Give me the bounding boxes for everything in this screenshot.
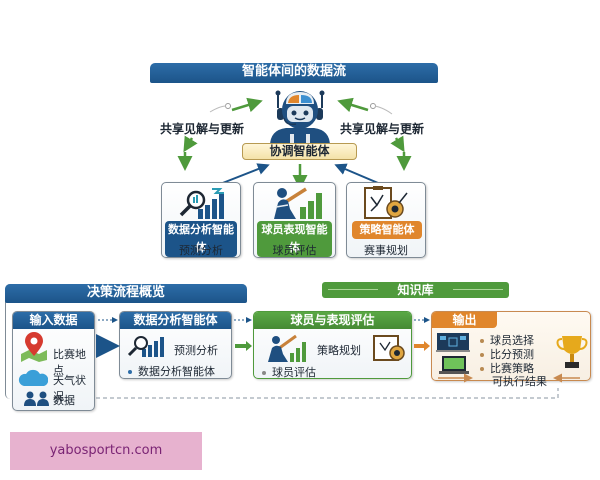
data-analysis-agent-card: 数据分析智能体 预测分析 [161,182,241,258]
output-item-player-selection: 球员选择 [480,332,534,348]
strategy-board-icon [364,186,408,219]
watermark-label: yabosportcn.com [10,432,202,470]
decision-process-title: 决策流程概览 [5,284,247,303]
player-performance-agent-card: 球员表现智能体 球员评估 [253,182,336,258]
data-analysis-agent-pill: 数据分析智能体 [165,221,237,257]
input-item-data: 数据 [53,394,75,407]
knowledge-base-bar: 知识库 [322,282,509,298]
strategy-agent-card: 策略智能体 赛事规划 [346,182,426,258]
output-item-score-prediction: 比分预测 [480,346,534,362]
data-flow-title: 智能体间的数据流 [150,63,438,83]
data-analysis-step-header: 数据分析智能体 [120,312,231,329]
map-pin-icon [21,332,47,362]
cricket-player-chart-icon [274,187,322,219]
robot-coordinator-icon [262,86,338,146]
player-performance-agent-pill: 球员表现智能体 [257,221,332,257]
player-evaluation-step-header: 球员与表现评估 [254,312,411,329]
scoreboard-icon [436,333,470,352]
magnifier-chart-icon [179,188,224,219]
trophy-icon [556,336,588,368]
output-card: 输出 球员选择 比分预测 比赛策略 可执行结果 [431,311,591,388]
strategy-planning-step-label: 策略规划 [317,344,361,357]
prediction-analysis-step-label: 预测分析 [174,344,218,357]
process-flow-arrows [96,317,580,399]
output-header: 输出 [432,312,497,328]
knowledge-base-label: 知识库 [397,283,434,297]
share-insights-left-label: 共享见解与更新 [160,122,245,136]
player-evaluation-step-card: 球员与表现评估 策略规划 球员评估 [253,311,412,379]
players-icon [24,391,49,406]
input-item-weather: 天气状况 [53,374,86,403]
data-flow-arrows [177,97,412,190]
data-analysis-step-card: 数据分析智能体 预测分析 数据分析智能体 [119,311,232,379]
input-item-venue: 比赛地点 [53,348,86,377]
strategy-agent-pill: 策略智能体 [352,221,422,239]
laptop-icon [439,356,469,374]
output-item-match-strategy: 比赛策略 [480,360,534,376]
input-data-header: 输入数据 [13,312,94,329]
coordinator-agent-label: 协调智能体 [242,143,357,160]
data-analysis-bullet: 数据分析智能体 [128,363,215,379]
player-evaluation-label: 球员评估 [272,244,317,257]
actionable-results-label: 可执行结果 [492,375,547,388]
cricket-player-icon-small [268,334,306,362]
player-evaluation-bullet: 球员评估 [262,364,316,380]
magnifier-chart-icon-small [127,336,164,357]
weather-cloud-icon [18,369,48,386]
strategy-board-icon-small [373,335,405,361]
match-planning-label: 赛事规划 [364,244,408,257]
share-insights-right-label: 共享见解与更新 [340,122,425,136]
input-data-card: 输入数据 比赛地点 天气状况 数据 [12,311,95,411]
prediction-analysis-label: 预测分析 [179,244,223,257]
